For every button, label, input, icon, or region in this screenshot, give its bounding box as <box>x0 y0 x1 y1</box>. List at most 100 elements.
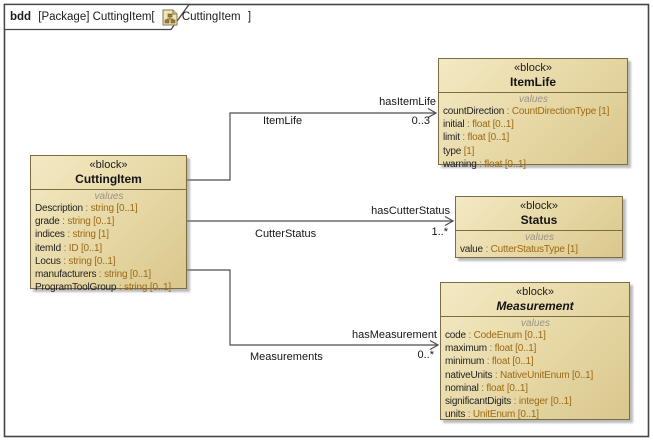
block-cuttingitem[interactable]: «block» CuttingItem values Description :… <box>30 155 187 293</box>
attribute-row[interactable]: countDirection : CountDirectionType [1] <box>443 105 624 118</box>
attribute-row[interactable]: warning : float [0..1] <box>443 158 624 171</box>
attribute-type: : float [0..1] <box>484 356 534 368</box>
diagram-bracket-close: ] <box>244 11 252 23</box>
compartment-label: values <box>521 318 550 329</box>
diagram-header-tab <box>3 3 191 31</box>
connector-multiplicity-label[interactable]: 0..* <box>417 349 434 361</box>
attribute-type: : float [0..1] <box>476 158 526 170</box>
block-name: ItemLife <box>509 75 556 89</box>
attribute-name: ProgramToolGroup <box>35 282 117 294</box>
attribute-row[interactable]: initial : float [0..1] <box>443 118 624 131</box>
connector-multiplicity-label[interactable]: 1..* <box>431 226 448 238</box>
attribute-name: code <box>445 330 466 341</box>
attribute-row[interactable]: manufacturers : string [0..1] <box>35 268 183 281</box>
attribute-name: grade <box>35 216 60 228</box>
connector-hasitemlife[interactable] <box>187 112 435 181</box>
block-header: «block» CuttingItem <box>31 156 186 189</box>
attribute-row[interactable]: value : CutterStatusType [1] <box>460 243 619 256</box>
attribute-name: manufacturers <box>35 269 97 281</box>
attribute-row[interactable]: nominal : float [0..1] <box>445 382 626 395</box>
attribute-type: : string [0..1] <box>116 282 171 294</box>
values-compartment: values value : CutterStatusType [1] <box>456 230 622 258</box>
attribute-type: : ID [0..1] <box>61 242 103 254</box>
attribute-row[interactable]: ProgramToolGroup : string [0..1] <box>35 281 183 294</box>
connector-role-label[interactable]: hasMeasurement <box>352 329 437 341</box>
sitemap-icon <box>162 9 178 26</box>
attribute-name: significantDigits <box>445 396 512 408</box>
attribute-name: countDirection <box>443 106 505 117</box>
attribute-type: : integer [0..1] <box>511 396 572 408</box>
connector-name-label[interactable]: CutterStatus <box>255 228 317 240</box>
block-name: Measurement <box>496 299 574 313</box>
values-compartment: values Description : string [0..1] grade… <box>31 189 186 296</box>
attribute-row[interactable]: indices : string [1] <box>35 228 183 241</box>
attribute-type: : CodeEnum [0..1] <box>465 330 546 341</box>
attribute-row[interactable]: type [1] <box>443 145 624 158</box>
attribute-name: units <box>445 409 466 421</box>
block-name: CuttingItem <box>75 172 142 186</box>
attribute-type: [1] <box>461 145 475 157</box>
attribute-name: type <box>443 145 462 157</box>
attribute-row[interactable]: maximum : float [0..1] <box>445 342 626 355</box>
attribute-type: : float [0..1] <box>464 119 514 131</box>
attribute-row[interactable]: nativeUnits : NativeUnitEnum [0..1] <box>445 369 626 382</box>
connector-role-label[interactable]: hasCutterStatus <box>371 205 450 217</box>
attribute-row[interactable]: grade : string [0..1] <box>35 215 183 228</box>
attribute-name: limit <box>443 132 460 144</box>
compartment-label: values <box>519 94 548 105</box>
diagram-name-label: CuttingItem <box>181 11 241 23</box>
attribute-name: Locus <box>35 255 61 267</box>
attribute-row[interactable]: units : UnitEnum [0..1] <box>445 408 626 421</box>
attribute-type: : CountDirectionType [1] <box>504 106 610 117</box>
attribute-type: : NativeUnitEnum [0..1] <box>492 369 594 381</box>
block-header: «block» Status <box>456 197 622 230</box>
compartment-label: values <box>525 232 554 243</box>
attribute-type: : string [1] <box>64 229 109 241</box>
attribute-name: nativeUnits <box>445 369 493 381</box>
attribute-type: : string [0..1] <box>60 255 116 267</box>
attribute-name: warning <box>443 158 477 170</box>
block-header: «block» ItemLife <box>439 59 627 92</box>
connector-role-label[interactable]: hasItemLife <box>379 96 436 108</box>
attribute-row[interactable]: significantDigits : integer [0..1] <box>445 395 626 408</box>
stereotype-label: «block» <box>89 159 128 171</box>
diagram-title-bar: bdd [Package] CuttingItem[ CuttingItem ] <box>10 8 251 26</box>
attribute-name: initial <box>443 119 465 131</box>
attribute-row[interactable]: Description : string [0..1] <box>35 202 183 215</box>
attribute-row[interactable]: minimum : float [0..1] <box>445 355 626 368</box>
attribute-name: minimum <box>445 356 485 368</box>
attribute-name: itemId <box>35 242 62 254</box>
attribute-row[interactable]: limit : float [0..1] <box>443 131 624 144</box>
attribute-type: : string [0..1] <box>59 216 115 228</box>
stereotype-label: «block» <box>520 200 558 212</box>
attribute-name: Description <box>35 203 83 214</box>
stereotype-label: «block» <box>516 286 554 298</box>
attribute-name: value <box>460 244 483 255</box>
attribute-type: : float [0..1] <box>478 382 528 394</box>
open-arrow-icon <box>427 107 438 119</box>
attribute-row[interactable]: itemId : ID [0..1] <box>35 242 183 255</box>
open-arrow-icon <box>444 215 455 227</box>
block-header: «block» Measurement <box>441 283 629 316</box>
stereotype-label: «block» <box>514 62 552 74</box>
connector-multiplicity-label[interactable]: 0..3 <box>411 115 430 127</box>
block-status[interactable]: «block» Status values value : CutterStat… <box>455 196 623 258</box>
block-name: Status <box>520 213 558 227</box>
block-itemlife[interactable]: «block» ItemLife values countDirection :… <box>438 58 628 170</box>
attribute-type: : CutterStatusType [1] <box>482 244 579 255</box>
attribute-type: : float [0..1] <box>459 132 510 144</box>
connector-name-label[interactable]: Measurements <box>250 351 323 363</box>
values-compartment: values code : CodeEnum [0..1] maximum : … <box>441 316 629 423</box>
attribute-row[interactable]: Locus : string [0..1] <box>35 255 183 268</box>
attribute-name: indices <box>35 229 65 241</box>
values-compartment: values countDirection : CountDirectionTy… <box>439 92 627 173</box>
block-measurement[interactable]: «block» Measurement values code : CodeEn… <box>440 282 630 420</box>
attribute-type: : string [0..1] <box>96 269 151 281</box>
attribute-name: nominal <box>445 382 479 394</box>
connector-hasmeasurement[interactable] <box>187 269 437 346</box>
connector-name-label[interactable]: ItemLife <box>263 115 303 127</box>
attribute-row[interactable]: code : CodeEnum [0..1] <box>445 329 626 342</box>
diagram-kind-label: bdd <box>10 11 32 23</box>
